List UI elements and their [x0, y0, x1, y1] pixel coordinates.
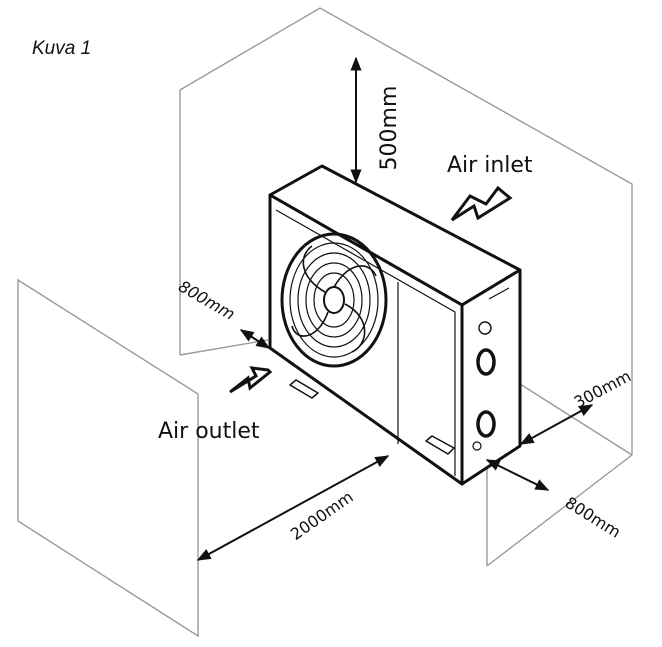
top-clearance-label: 500mm	[377, 86, 402, 171]
air-inlet-arrow	[450, 185, 513, 222]
figure-caption: Kuva 1	[32, 38, 92, 59]
front-wall	[17, 278, 199, 638]
left-dimension-arrow	[239, 329, 271, 349]
back-clearance-label: 300mm	[571, 366, 634, 412]
dimension-lines	[196, 56, 594, 561]
right-dimension-arrow	[485, 459, 550, 491]
left-clearance-label: 800mm	[175, 277, 238, 324]
fan-grille	[280, 232, 388, 368]
air-outlet-arrow	[229, 366, 273, 394]
back-dimension-arrow	[519, 404, 594, 445]
front-dimension-arrow	[196, 455, 390, 561]
front-clearance-label: 2000mm	[287, 487, 357, 544]
air-inlet-label: Air inlet	[447, 153, 533, 178]
air-outlet-label: Air outlet	[158, 419, 260, 444]
right-clearance-label: 800mm	[562, 493, 624, 542]
